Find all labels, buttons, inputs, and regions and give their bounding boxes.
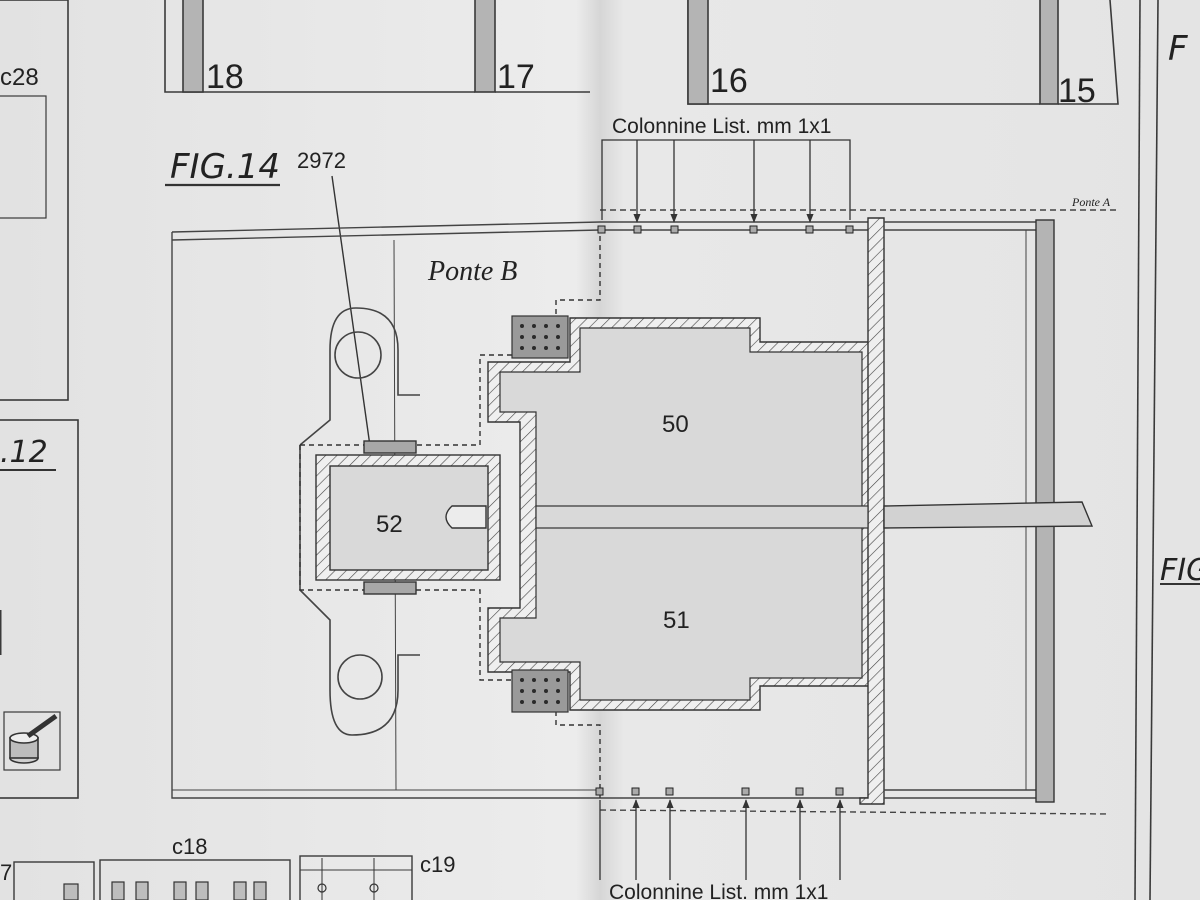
bottom-tiles [13, 855, 413, 900]
colonnine-top-label: Colonnine List. mm 1x1 [612, 115, 831, 138]
colonnine-bottom-label: Colonnine List. mm 1x1 [609, 881, 828, 900]
colonnine-top-posts [597, 225, 854, 234]
colonnine-bottom-posts [595, 787, 844, 796]
tile-partial-number: 7 [0, 860, 12, 885]
part-callout-leader [331, 175, 371, 447]
part-50-label: 50 [662, 411, 689, 438]
part-52-label: 52 [376, 511, 403, 538]
figure-title: FIG.14 [170, 147, 280, 187]
fig12-partial-label: .12 [0, 435, 48, 470]
colonnine-bottom-leaders [599, 799, 844, 880]
section-number-16: 16 [710, 62, 748, 100]
tile-c28-inner [0, 95, 47, 219]
hawse-ring-bottom [337, 654, 383, 700]
paint-brush-icon [9, 713, 58, 764]
tile-c28 [0, 0, 69, 401]
deck-label: Ponte B [427, 256, 517, 287]
aft-deck-structure [884, 221, 1036, 799]
part-51-label: 51 [663, 607, 690, 634]
tile-c19-label: c19 [420, 852, 455, 877]
top-section-frames [164, 0, 1159, 900]
hawse-ring-top [334, 331, 382, 379]
grating-bottom [511, 669, 569, 713]
right-partial-fig-label: FIG [1160, 553, 1200, 588]
left-panel-tiles [0, 0, 79, 799]
part-52-pipe [445, 505, 487, 529]
colonnine-top-leaders [601, 139, 851, 223]
section-number-18: 18 [206, 58, 244, 96]
upper-deck-dashed-bottom [599, 809, 1111, 815]
tile-c18-label: c18 [172, 834, 207, 859]
tile-paint-icon-frame [3, 711, 61, 771]
hawse-fittings [299, 307, 420, 736]
tile-fig12 [0, 419, 79, 799]
inner-shaft [535, 505, 869, 529]
section-number-15: 15 [1058, 72, 1096, 110]
right-partial-fig-top: F [1168, 29, 1188, 69]
section-number-17: 17 [497, 58, 535, 96]
aft-bulkhead [859, 217, 885, 805]
part-callout-label: 2972 [297, 148, 346, 173]
grating-top [511, 315, 569, 359]
bottom-tile-parts [63, 858, 379, 900]
upper-deck-label: Ponte A [1071, 195, 1111, 209]
centerline-shaft [883, 501, 1094, 529]
tile-c28-label: c28 [0, 64, 39, 91]
